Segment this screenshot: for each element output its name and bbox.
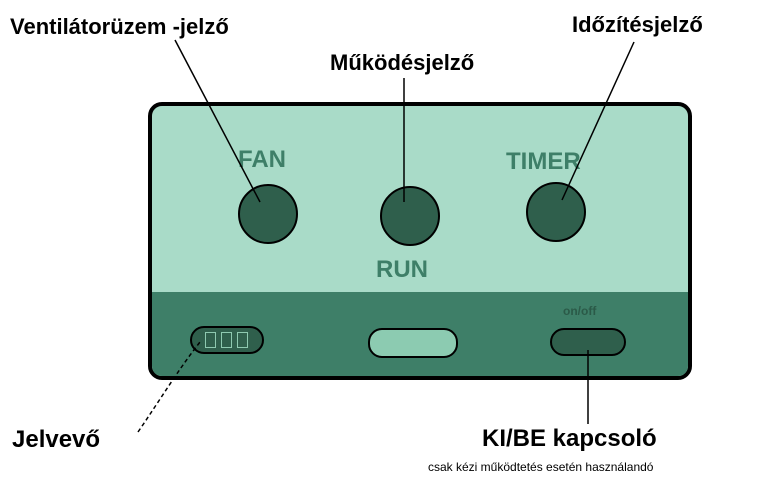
switch-note: csak kézi működtetés esetén használandó [428, 460, 654, 474]
fan-label: FAN [238, 146, 286, 173]
receiver-callout: Jelvevő [12, 426, 101, 453]
timer-label: TIMER [506, 148, 581, 175]
receiver-window [237, 332, 248, 348]
fan-leader-line [174, 39, 261, 203]
onoff-label: on/off [563, 304, 597, 318]
timer-leader-line [561, 41, 635, 201]
fan-indicator-callout: Ventilátorüzem -jelző [10, 14, 229, 39]
receiver-window [205, 332, 216, 348]
run-indicator-led [380, 186, 440, 246]
switch-callout: KI/BE kapcsoló [482, 425, 657, 452]
receiver-leader-line [137, 341, 201, 433]
run-display-window [368, 328, 458, 358]
run-indicator-callout: Működésjelző [330, 50, 475, 75]
timer-indicator-led [526, 182, 586, 242]
fan-indicator-led [238, 184, 298, 244]
signal-receiver [190, 326, 264, 354]
timer-indicator-callout: Időzítésjelző [572, 12, 703, 37]
receiver-window [221, 332, 232, 348]
control-panel: FAN TIMER RUN on/off [148, 102, 692, 380]
run-label: RUN [376, 256, 428, 283]
